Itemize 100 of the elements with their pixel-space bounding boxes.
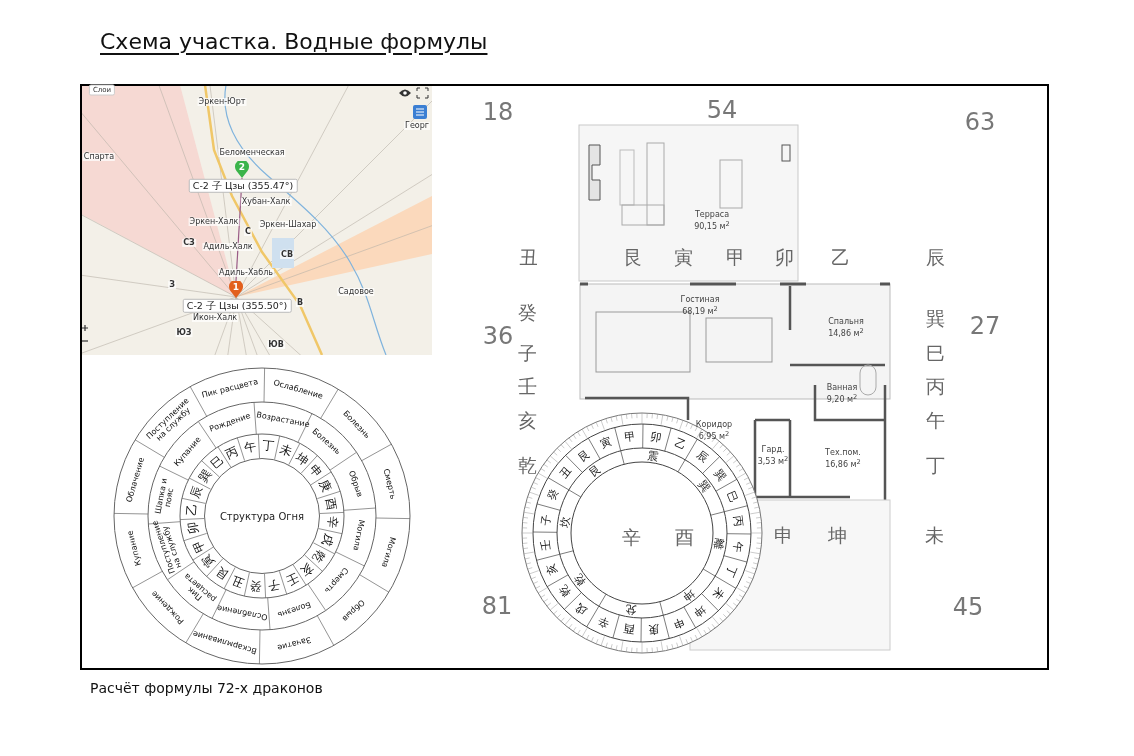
character-label: 丑 bbox=[230, 574, 246, 590]
character-label: 子 bbox=[517, 343, 537, 363]
stage-label: Зачатие bbox=[275, 634, 313, 655]
direction-label: С bbox=[244, 228, 252, 236]
mountain-character: 戌 bbox=[574, 601, 590, 618]
mountain-character: 酉 bbox=[622, 622, 635, 636]
place-label: Эркен-Юрт bbox=[197, 98, 247, 106]
number-label: 63 bbox=[964, 110, 996, 134]
room-area: 90,15 м$^{2}$ bbox=[694, 220, 730, 232]
room-area: 6,95 м$^{2}$ bbox=[698, 430, 730, 442]
mountain-character: 乙 bbox=[672, 436, 688, 451]
stage-label: Могила bbox=[350, 517, 368, 553]
character-label: 卯 bbox=[774, 247, 794, 267]
number-label: 45 bbox=[952, 595, 984, 619]
mountain-character: 未 bbox=[710, 584, 727, 601]
character-label: 甲 bbox=[725, 247, 745, 267]
character-label: 酉 bbox=[674, 527, 694, 547]
place-label: Садовое bbox=[337, 288, 375, 296]
character-label: 乙 bbox=[830, 247, 850, 267]
character-label: 辰 bbox=[925, 247, 945, 267]
place-label: Адиль-Халк bbox=[202, 243, 254, 251]
character-label: 辛 bbox=[621, 527, 641, 547]
place-label: Эркен-Шахар bbox=[258, 221, 318, 229]
mountain-character: 寅 bbox=[598, 435, 613, 451]
stage-label: Смерть bbox=[380, 467, 399, 503]
title: Схема участка. Водные формулы bbox=[100, 30, 488, 55]
character-label: 巳 bbox=[925, 343, 945, 363]
character-label: 丙 bbox=[925, 376, 945, 396]
place-label: Эркен-Халк bbox=[188, 218, 240, 226]
mountain-character: 子 bbox=[539, 513, 553, 526]
character-label: 丁 bbox=[925, 455, 945, 475]
trigram-character: 艮 bbox=[587, 463, 603, 479]
room-area: 3,53 м$^{2}$ bbox=[757, 455, 789, 467]
mountain-character: 辛 bbox=[596, 615, 612, 630]
mountain-character: 辰 bbox=[693, 448, 710, 465]
character-label: 申 bbox=[773, 525, 793, 545]
character-label: 癸 bbox=[517, 302, 537, 322]
stage-label: Шапка и пояс bbox=[152, 476, 177, 517]
mountain-character: 癸 bbox=[545, 487, 560, 503]
mountain-character: 丁 bbox=[724, 563, 739, 579]
place-label: Георг bbox=[404, 122, 430, 130]
direction-label: З bbox=[168, 281, 176, 289]
pin-label: С-2 子 Цзы (355.47°) bbox=[188, 178, 298, 194]
character-label: 丑 bbox=[518, 247, 538, 267]
trigram-character: 坎 bbox=[558, 515, 571, 529]
number-label: 36 bbox=[482, 324, 514, 348]
mountain-character: 巳 bbox=[724, 489, 740, 504]
mountain-character: 丑 bbox=[557, 465, 574, 481]
mountain-character: 庚 bbox=[647, 623, 660, 636]
character-label: 庚 bbox=[317, 478, 334, 495]
number-label: 27 bbox=[969, 314, 1001, 338]
caption: Расчёт формулы 72-х драконов bbox=[90, 681, 323, 697]
number-label: 81 bbox=[481, 594, 513, 618]
direction-label: ЮЗ bbox=[175, 329, 193, 337]
place-label: Адиль-Хабль bbox=[217, 269, 275, 277]
room-name: Гостиная bbox=[680, 296, 720, 304]
character-label: 午 bbox=[925, 410, 945, 430]
character-label: 艮 bbox=[623, 247, 643, 267]
mountain-character: 申 bbox=[671, 615, 686, 631]
room-area: 9,20 м$^{2}$ bbox=[826, 393, 858, 405]
mountain-character: 壬 bbox=[539, 538, 552, 551]
character-label: 壬 bbox=[517, 376, 537, 396]
map-pin: 1 bbox=[229, 281, 243, 298]
mountain-character: 甲 bbox=[624, 430, 637, 443]
mountain-character: 坤 bbox=[692, 602, 709, 619]
room-name: Тех.пом. bbox=[825, 449, 861, 457]
stage-label: Обрыв bbox=[345, 468, 366, 501]
character-label: 壬 bbox=[283, 571, 300, 588]
room-name: Спальня bbox=[828, 318, 864, 326]
trigram-character: 震 bbox=[646, 449, 660, 462]
trigram-character: 離 bbox=[713, 537, 726, 551]
mountain-character: 午 bbox=[731, 540, 745, 553]
direction-label: В bbox=[295, 299, 305, 307]
character-label: 亥 bbox=[517, 410, 537, 430]
trigram-character: 巽 bbox=[696, 478, 712, 494]
mountain-character: 卯 bbox=[649, 430, 662, 444]
room-name: Коридор bbox=[695, 421, 733, 429]
character-label: 寅 bbox=[673, 247, 693, 267]
map-pin: 2 bbox=[235, 161, 249, 178]
mountain-character: 艮 bbox=[575, 447, 592, 464]
character-label: 戌 bbox=[320, 532, 336, 548]
trigram-character: 坤 bbox=[681, 587, 697, 603]
direction-label: СЗ bbox=[182, 239, 196, 247]
mountain-character: 亥 bbox=[544, 562, 560, 577]
character-label: 巽 bbox=[925, 308, 945, 328]
room-name: Терраса bbox=[694, 211, 730, 219]
character-label: 乾 bbox=[517, 455, 537, 475]
character-label: 未 bbox=[924, 525, 944, 545]
pin-label: С-2 子 Цзы (355.50°) bbox=[182, 298, 292, 314]
direction-label: ЮВ bbox=[267, 341, 285, 349]
mountain-character: 乾 bbox=[556, 583, 573, 600]
character-label: 丙 bbox=[224, 444, 241, 461]
room-area: 16,86 м$^{2}$ bbox=[825, 458, 861, 470]
mountain-character: 丙 bbox=[732, 515, 745, 528]
number-label: 18 bbox=[482, 100, 514, 124]
trigram-character: 兌 bbox=[624, 604, 638, 617]
place-label: Спарта bbox=[82, 153, 116, 161]
place-label: Икон-Халк bbox=[191, 314, 239, 322]
number-label: 54 bbox=[706, 98, 738, 122]
room-area: 68,19 м$^{2}$ bbox=[682, 305, 718, 317]
